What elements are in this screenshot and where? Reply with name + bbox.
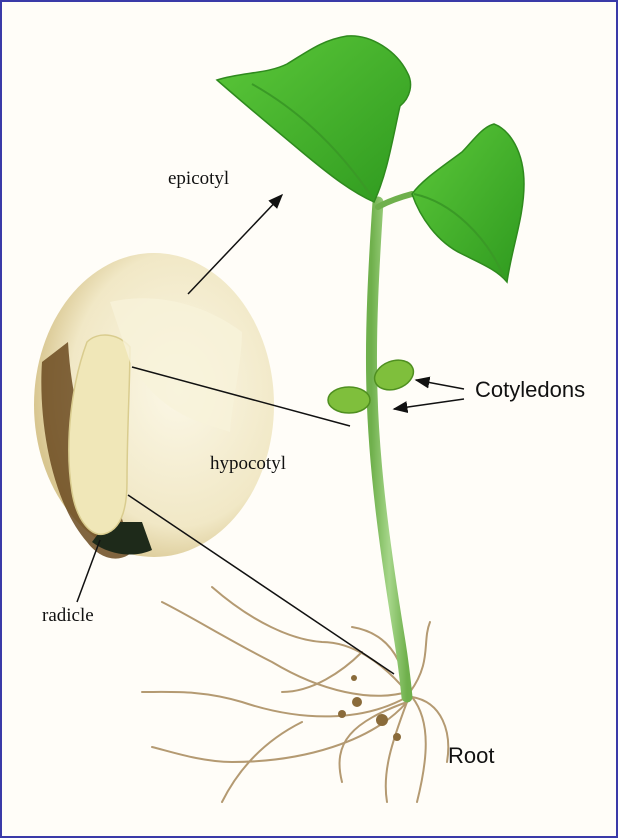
radicle-line (77, 540, 100, 602)
label-root: Root (448, 743, 494, 769)
label-radicle: radicle (42, 605, 94, 627)
label-epicotyl: epicotyl (168, 168, 229, 190)
epicotyl-arrow (188, 195, 282, 294)
cotyledon-upper (370, 355, 417, 395)
label-cotyledons: Cotyledons (475, 377, 585, 403)
leaf-right (412, 124, 524, 282)
cotyledon-lower (328, 387, 370, 413)
cotyledon-arrow-upper (416, 380, 464, 389)
label-hypocotyl: hypocotyl (210, 453, 286, 475)
cotyledon-arrow-lower (394, 399, 464, 409)
stem (371, 202, 407, 697)
root-line (128, 495, 394, 674)
leaf-left (217, 36, 411, 202)
